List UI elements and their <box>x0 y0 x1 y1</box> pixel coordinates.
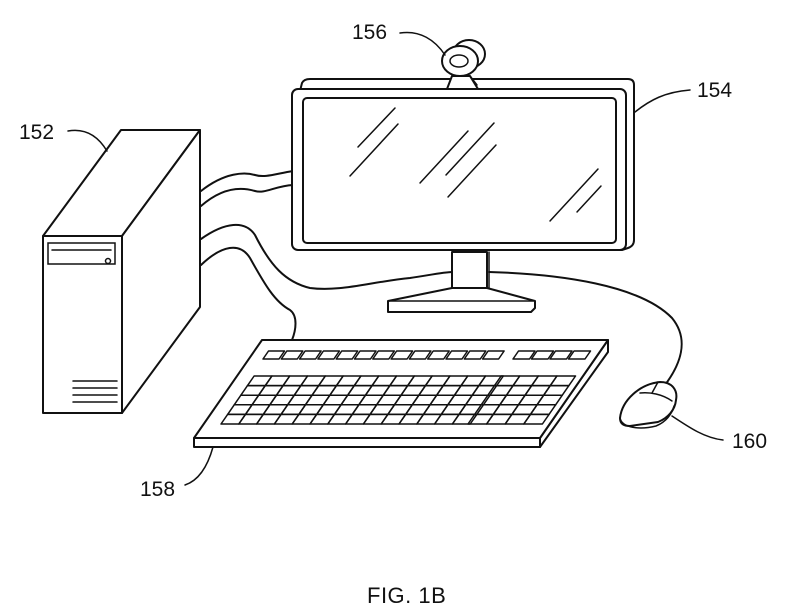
function-key <box>262 350 286 360</box>
leader-154 <box>634 89 691 113</box>
label-156: 156 <box>352 21 387 44</box>
label-160: 160 <box>732 430 767 453</box>
screen-glare <box>349 107 602 222</box>
cable-tower-keyboard <box>200 246 297 341</box>
function-key <box>426 350 450 360</box>
leader-158 <box>184 446 214 486</box>
function-key <box>335 350 359 360</box>
cable-tower-monitor-2 <box>200 184 294 207</box>
label-158: 158 <box>140 478 175 501</box>
cable-mouse <box>488 271 683 386</box>
power-button <box>104 257 112 265</box>
keyboard <box>193 339 609 448</box>
function-key <box>372 350 396 360</box>
cable-tower-display <box>200 223 453 290</box>
leader-156 <box>399 31 446 56</box>
webcam-lens <box>449 54 469 68</box>
function-key <box>298 350 322 360</box>
computer-tower <box>42 129 201 414</box>
monitor <box>291 78 635 313</box>
function-key <box>530 350 555 360</box>
function-key <box>567 350 592 360</box>
mouse <box>619 381 678 429</box>
numpad-key <box>549 375 577 387</box>
function-key <box>549 350 573 360</box>
function-key <box>481 350 505 360</box>
leader-lines <box>67 31 724 486</box>
function-key <box>445 350 469 360</box>
vent-slots <box>72 380 118 403</box>
figure-caption: FIG. 1B <box>367 583 446 608</box>
function-key <box>408 350 432 360</box>
leader-152 <box>67 129 108 152</box>
function-key <box>317 350 341 360</box>
function-key <box>512 350 536 360</box>
function-key <box>390 350 414 360</box>
numpad-key-grid <box>467 375 577 425</box>
cables <box>200 170 683 386</box>
drive-bay <box>47 242 116 265</box>
label-154: 154 <box>697 79 732 102</box>
webcam <box>441 39 486 90</box>
function-key <box>280 350 304 360</box>
function-keys <box>262 350 592 360</box>
function-key <box>463 350 487 360</box>
function-key <box>353 350 377 360</box>
leader-160 <box>671 415 724 441</box>
monitor-stand-base <box>387 287 536 313</box>
label-152: 152 <box>19 121 54 144</box>
monitor-screen <box>302 97 617 244</box>
cable-tower-monitor-1 <box>200 170 294 192</box>
